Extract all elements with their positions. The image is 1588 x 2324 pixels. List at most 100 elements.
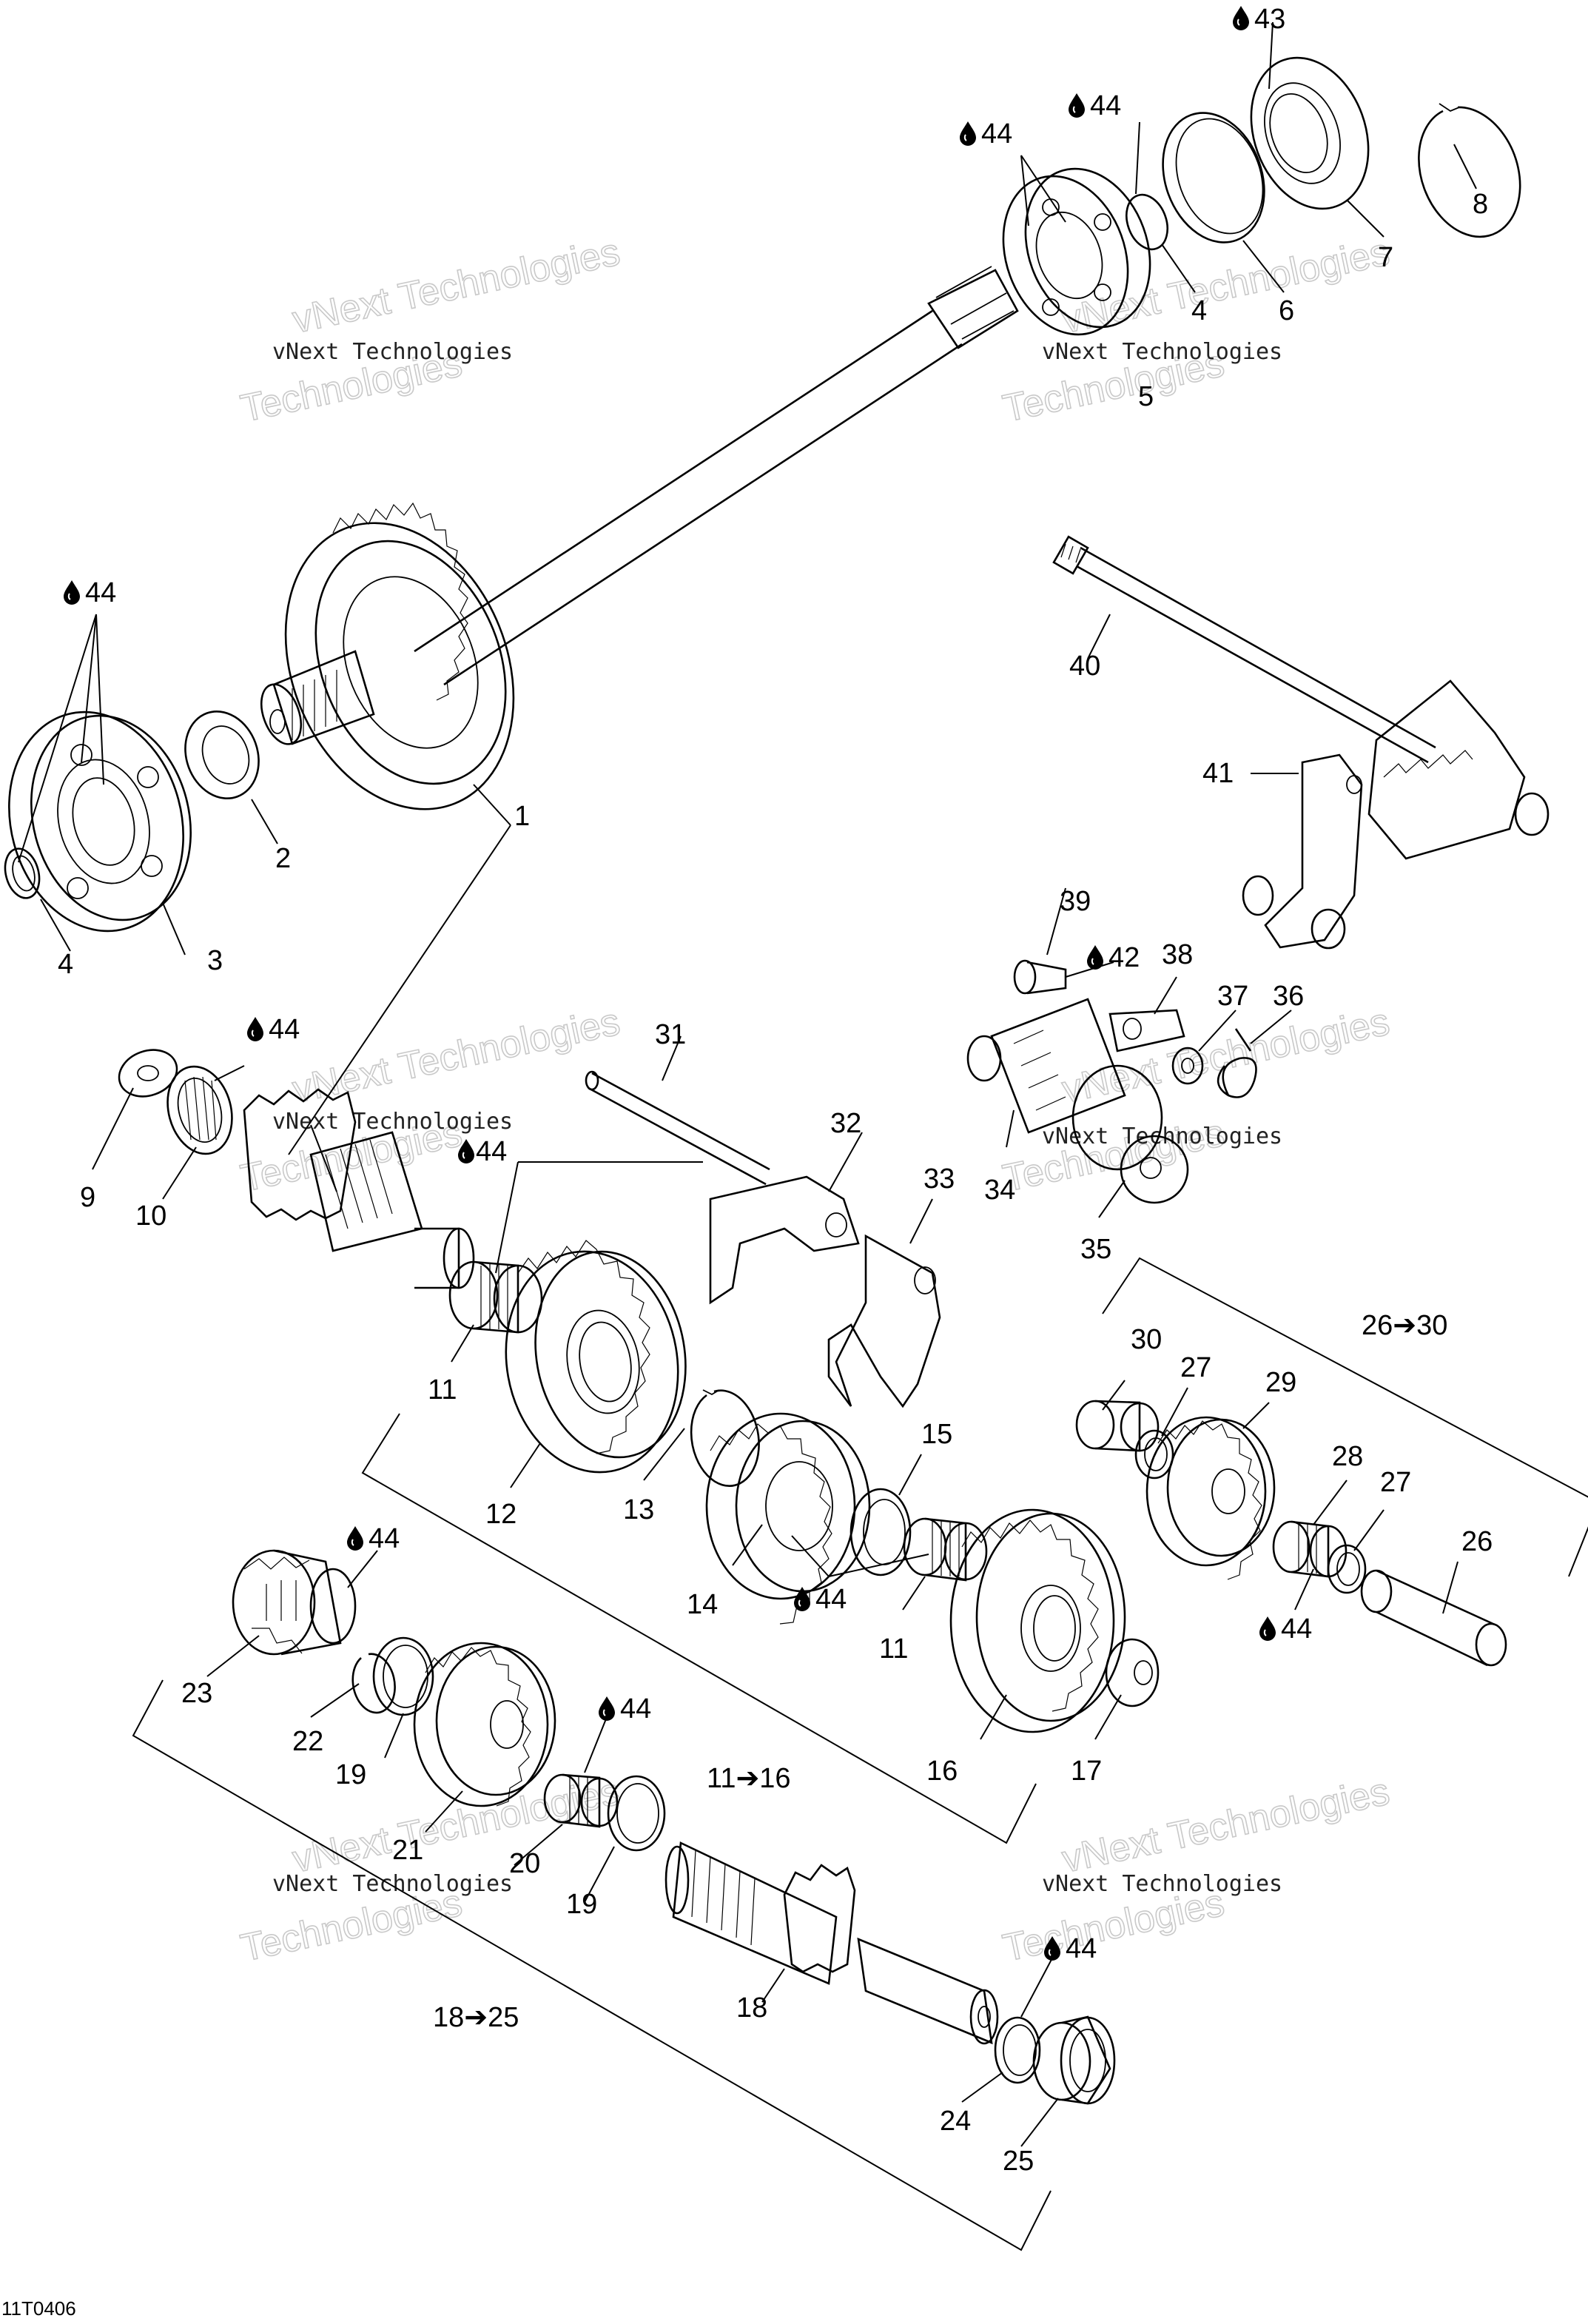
callout-27: 27 <box>1380 1467 1411 1498</box>
callout-19: 19 <box>566 1889 597 1920</box>
callout-23: 23 <box>181 1678 212 1709</box>
callout-7: 7 <box>1378 242 1393 273</box>
part-25-bushing <box>1032 2015 1116 2105</box>
callout-41: 41 <box>1202 758 1234 789</box>
part-1-shaft-with-gear <box>260 266 1019 810</box>
figure-code: 11T0406 <box>1 2297 76 2320</box>
lube-labels: 43 44 44 44 44 44 44 44 44 44 44 42 <box>85 4 1312 1964</box>
part-35-cam-plate <box>1120 1135 1189 1204</box>
callout-8: 8 <box>1473 189 1488 220</box>
callout-12: 12 <box>485 1499 517 1530</box>
svg-text:vNext Technologies: vNext Technologies <box>1042 1871 1282 1897</box>
part-4-oring-right <box>1126 193 1168 251</box>
callout-4: 4 <box>1191 295 1207 326</box>
oil-drop-icon <box>959 121 977 147</box>
callout-10: 10 <box>135 1200 166 1232</box>
callout-31: 31 <box>655 1019 686 1050</box>
part-3-ball-bearing <box>8 711 192 933</box>
callout-13: 13 <box>623 1494 654 1525</box>
leader-lines <box>18 21 1477 2147</box>
lube-label: 44 <box>476 1136 507 1167</box>
part-27-washer-lower <box>1327 1544 1367 1594</box>
part-34-shift-drum <box>966 998 1163 1171</box>
group-labels: 26➔30 11➔16 18➔25 <box>433 1310 1447 2033</box>
callout-30: 30 <box>1131 1324 1162 1355</box>
callout-15: 15 <box>921 1419 952 1450</box>
part-20-needle-bearing <box>543 1773 619 1828</box>
bracket-group-26-30 <box>1102 1257 1588 1577</box>
svg-text:vNext Technologies: vNext Technologies <box>1042 339 1282 365</box>
part-11-needle-bearing-lower <box>903 1517 988 1582</box>
callout-5: 5 <box>1138 381 1154 412</box>
oil-drop-icon <box>63 580 81 605</box>
part-9-washer <box>118 1049 178 1098</box>
part-32-shift-fork <box>709 1175 860 1305</box>
part-27-washer-upper <box>1134 1429 1174 1480</box>
part-37-washer <box>1171 1047 1204 1085</box>
oil-drop-icon <box>1086 944 1104 970</box>
callout-37: 37 <box>1217 981 1248 1012</box>
lube-label: 44 <box>1281 1613 1312 1645</box>
callout-6: 6 <box>1279 295 1294 326</box>
part-7-oil-seal <box>1250 56 1370 210</box>
oil-drop-icon <box>598 1696 616 1722</box>
callout-36: 36 <box>1273 981 1304 1012</box>
callout-3: 3 <box>207 945 223 976</box>
callout-38: 38 <box>1162 939 1193 970</box>
lube-label: 44 <box>1090 90 1121 121</box>
part-8-circlip <box>1418 103 1521 238</box>
oil-drop-icon <box>246 1016 264 1042</box>
lube-label: 44 <box>269 1014 300 1045</box>
callout-24: 24 <box>940 2106 971 2137</box>
callout-18: 18 <box>736 1992 767 2024</box>
callout-11: 11 <box>879 1633 908 1665</box>
svg-text:vNext Technologies: vNext Technologies <box>272 1109 513 1135</box>
part-26-idler-shaft <box>1360 1569 1507 1667</box>
callout-27: 27 <box>1180 1352 1211 1383</box>
lube-label: 43 <box>1254 4 1285 35</box>
svg-text:vNext Technologies: vNext Technologies <box>289 1000 623 1111</box>
group-label-26-30: 26➔30 <box>1362 1310 1447 1341</box>
part-17-washer <box>1105 1638 1160 1707</box>
callout-16: 16 <box>926 1756 958 1787</box>
callout-4: 4 <box>58 949 73 980</box>
callout-32: 32 <box>830 1108 861 1139</box>
bracket-group-11-16 <box>361 1413 1037 1844</box>
part-21-gear <box>413 1642 556 1807</box>
part-14-gear-with-dogs <box>705 1412 871 1625</box>
part-15-thrust-washer <box>849 1488 912 1576</box>
svg-text:vNext Technologies: vNext Technologies <box>272 339 513 365</box>
callout-39: 39 <box>1060 886 1091 917</box>
oil-drop-icon <box>1232 5 1250 31</box>
lube-label: 44 <box>620 1693 651 1724</box>
callout-28: 28 <box>1332 1441 1363 1472</box>
part-30-bushing <box>1075 1400 1160 1452</box>
callout-20: 20 <box>509 1848 540 1879</box>
part-33-shift-fork <box>827 1234 941 1408</box>
callout-29: 29 <box>1265 1367 1296 1398</box>
callout-14: 14 <box>687 1589 718 1620</box>
watermark-bottom-left: vNext Technologies Technologies vNext Te… <box>237 1770 625 1971</box>
part-4-washer-left <box>4 847 41 899</box>
part-31-fork-rod <box>585 1070 770 1186</box>
group-label-18-25: 18➔25 <box>433 2002 519 2033</box>
watermark-top-left: vNext Technologies Technologies vNext Te… <box>237 230 625 431</box>
callout-26: 26 <box>1461 1526 1493 1557</box>
lube-label: 44 <box>981 118 1012 150</box>
callout-40: 40 <box>1069 651 1100 682</box>
callout-11: 11 <box>428 1374 457 1406</box>
callout-34: 34 <box>984 1175 1015 1206</box>
callout-25: 25 <box>1003 2146 1034 2177</box>
callout-17: 17 <box>1071 1756 1102 1787</box>
lube-label: 44 <box>369 1523 400 1554</box>
part-6-ring <box>1162 112 1265 244</box>
part-40-shift-shaft <box>1052 535 1436 764</box>
callout-numbers: 1 2 3 4 4 5 6 7 8 9 10 11 11 12 13 14 15… <box>58 189 1493 2177</box>
part-38-lever <box>1108 1009 1185 1052</box>
group-label-11-16: 11➔16 <box>707 1763 791 1794</box>
callout-21: 21 <box>392 1835 423 1866</box>
svg-text:vNext Technologies: vNext Technologies <box>272 1871 513 1897</box>
callout-1: 1 <box>514 801 530 832</box>
callout-22: 22 <box>292 1726 323 1757</box>
